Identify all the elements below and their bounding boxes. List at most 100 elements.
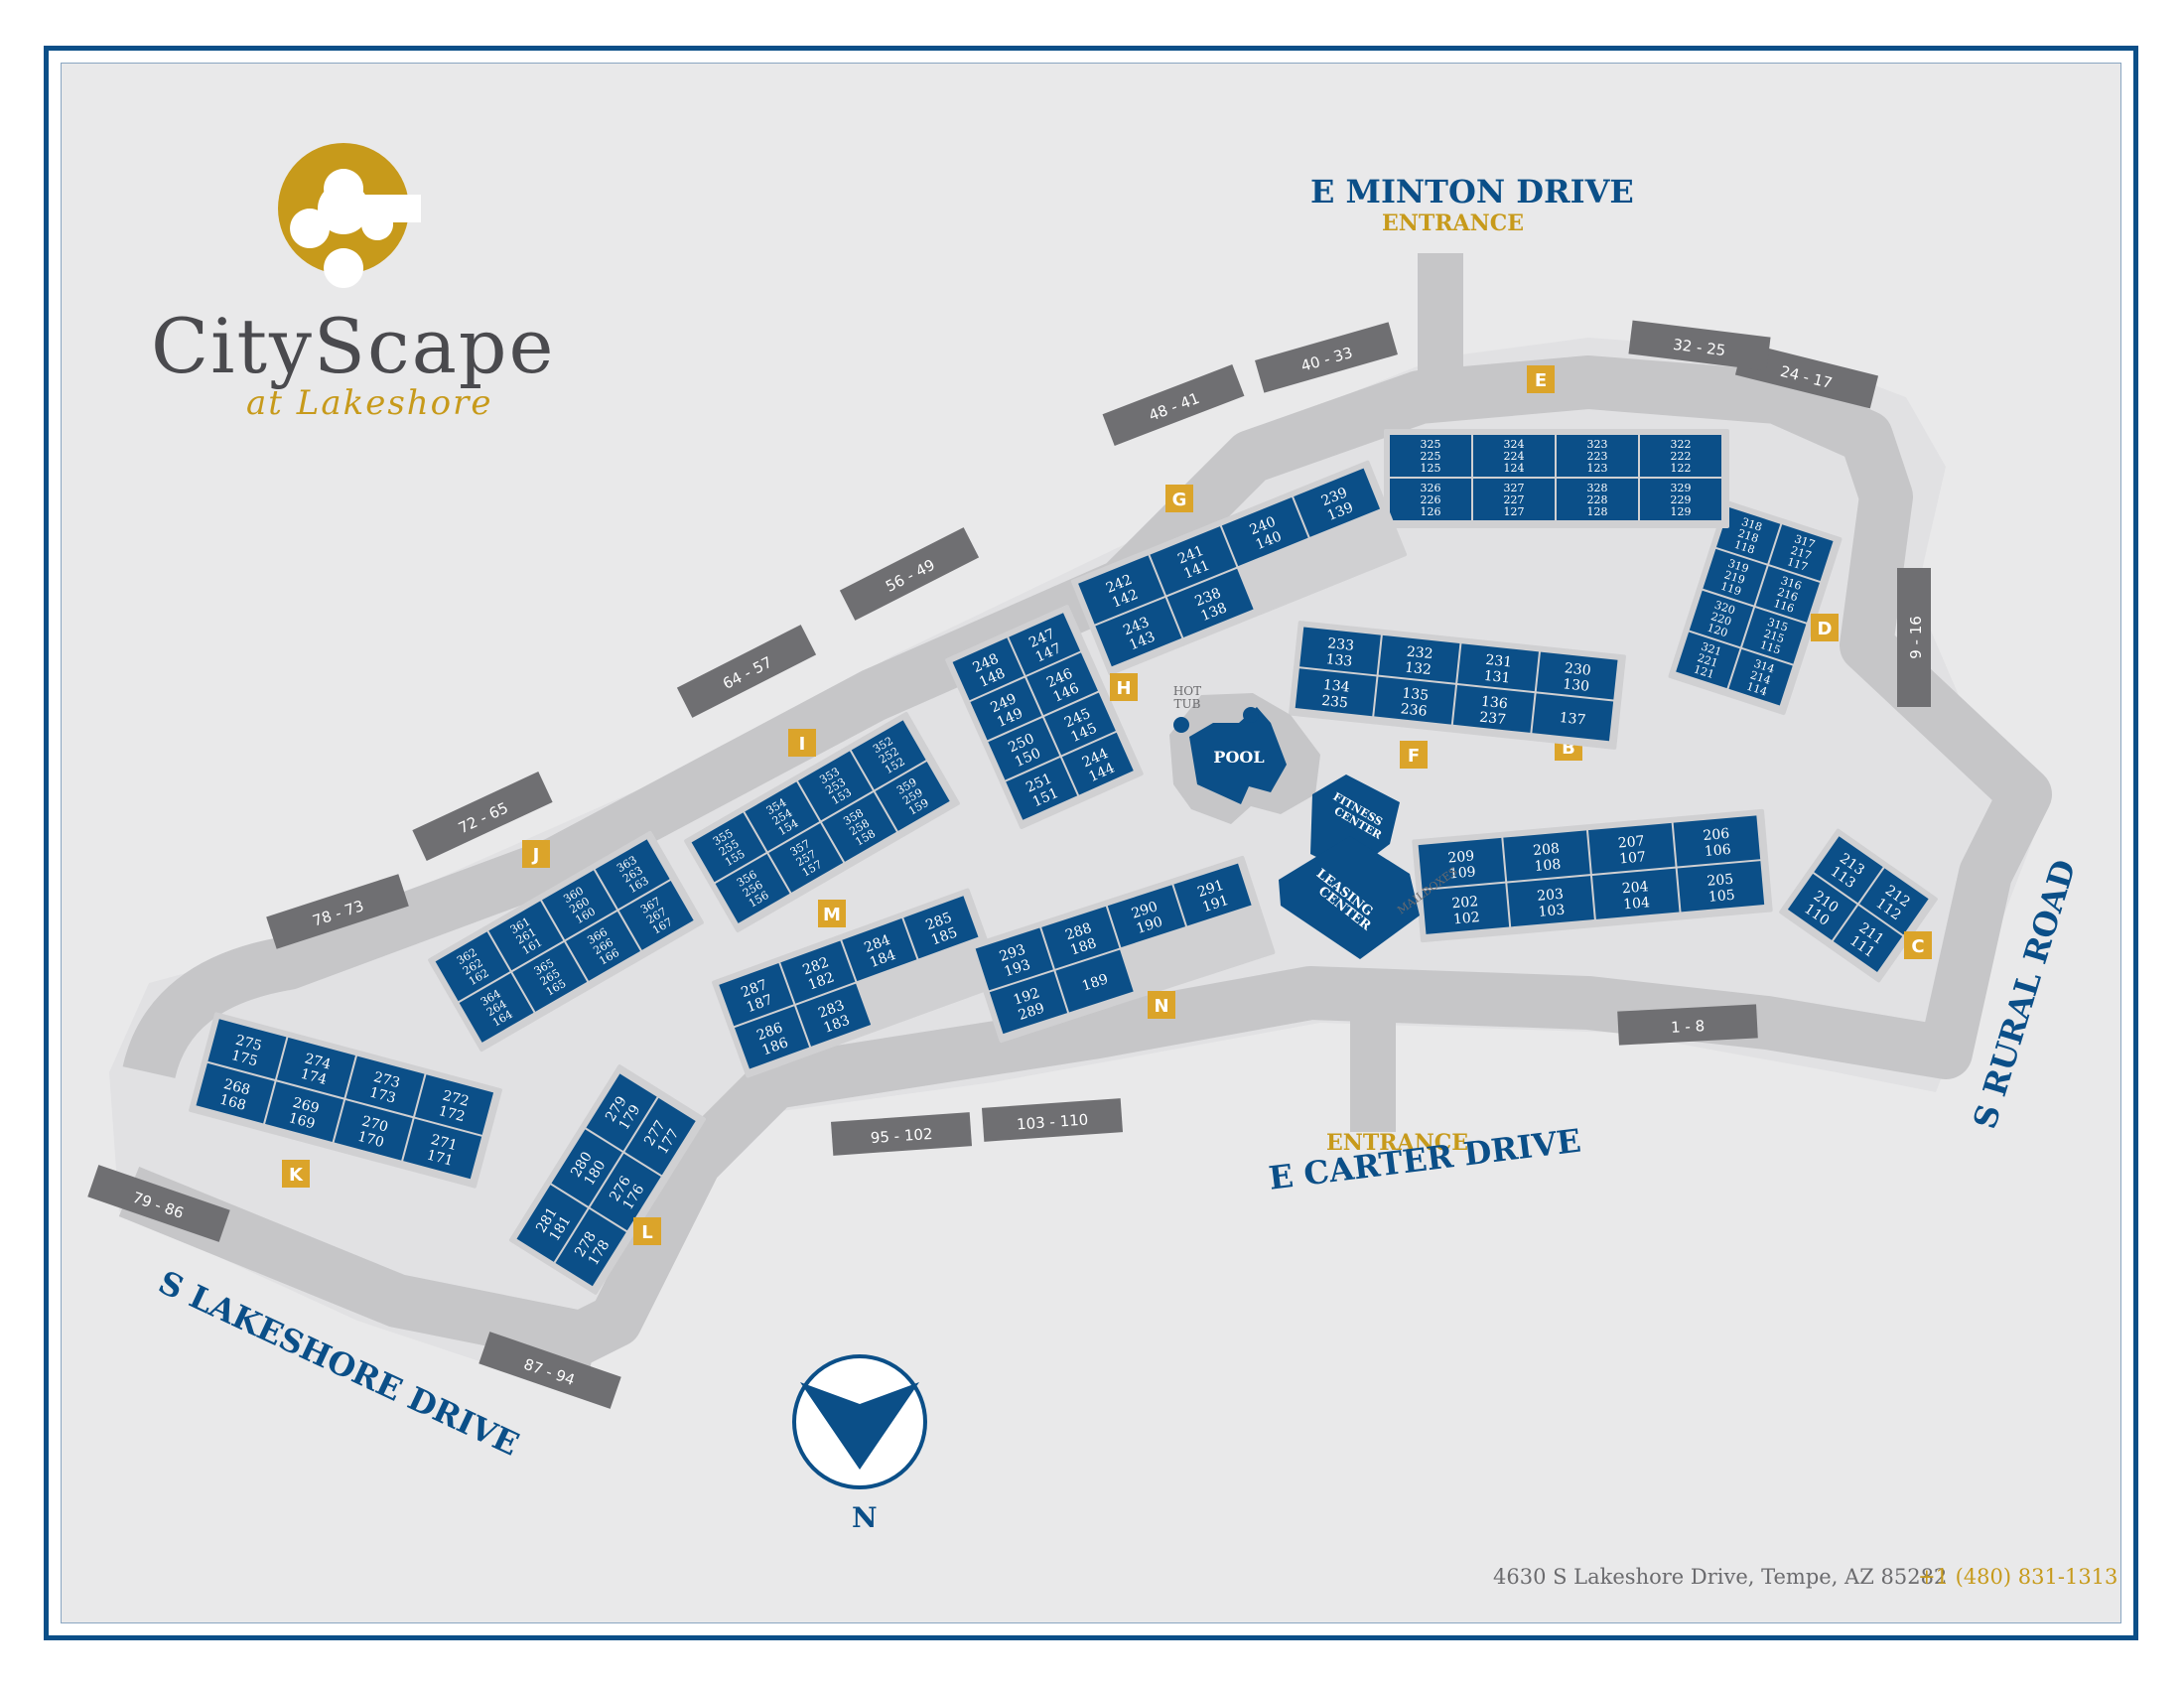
unit-stack[interactable]: 137 [1532,693,1614,742]
building-marker: L [633,1217,661,1245]
unit-number: 329 [1671,482,1692,494]
unit-number: 274 [303,1051,333,1072]
unit-stack[interactable]: 189 [1055,949,1134,1013]
building-marker: D [1811,614,1839,641]
south-entrance-road [1350,1013,1396,1132]
unit-number: 174 [299,1066,329,1088]
unit-number: 171 [425,1147,455,1169]
garage-label: 1 - 8 [1671,1017,1706,1037]
unit-number: 290 [1130,899,1160,921]
unit-number: 291 [1195,878,1225,901]
compass-label: N [852,1501,878,1534]
building-letter: M [823,905,841,925]
unit-number: 204 [1621,879,1649,897]
